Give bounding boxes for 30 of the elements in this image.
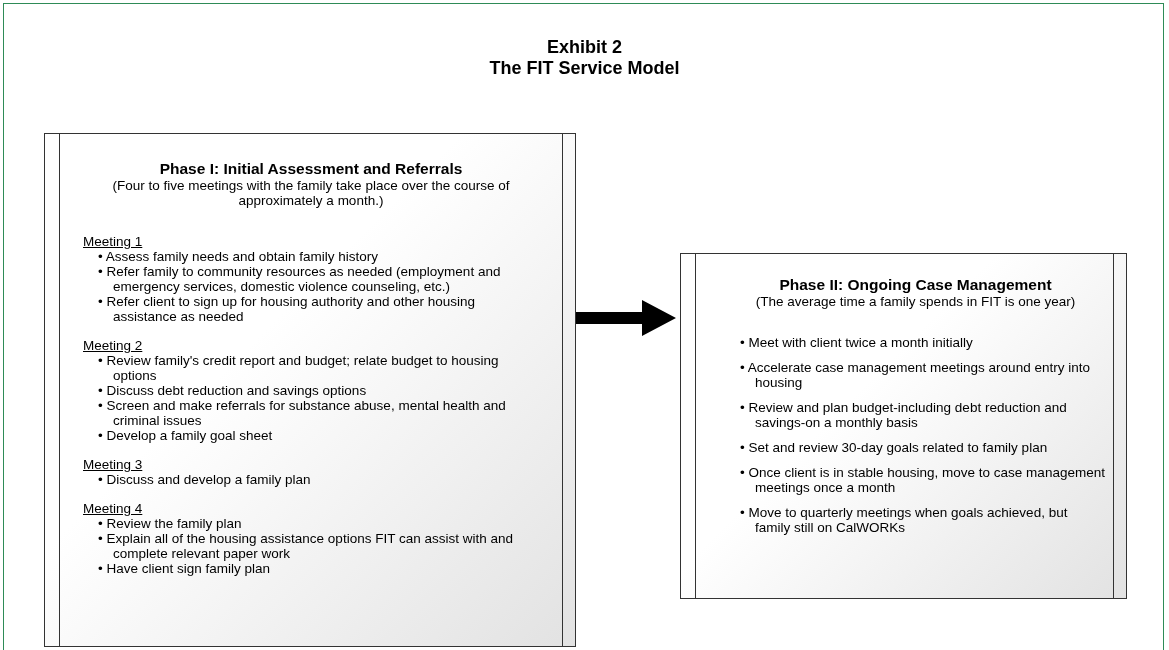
- card-heading: Phase I: Initial Assessment and Referrals: [158, 160, 464, 178]
- meeting-heading: Meeting 4: [83, 501, 143, 516]
- bullet-item: • Screen and make referrals for substance abuse, mental health and criminal issues: [97, 398, 507, 428]
- card-subtitle: (The average time a family spends in FIT is one year): [754, 294, 1077, 309]
- bullet-item: • Refer family to community resources as needed (employment and emergency services, domestic violence counseling, etc.): [97, 264, 502, 294]
- bullet-item: • Accelerate case management meetings around entry into housing: [739, 360, 1091, 390]
- block-arrow: [576, 300, 676, 336]
- bullet-item: • Move to quarterly meetings when goals achieved, but family still on CalWORKs: [739, 505, 1069, 535]
- diagram-subtitle: The FIT Service Model: [488, 58, 681, 79]
- bullet-item: • Set and review 30-day goals related to family plan: [739, 440, 1049, 455]
- bullet-item: • Refer client to sign up for housing authority and other housing assistance as needed: [97, 294, 476, 324]
- card-heading: Phase II: Ongoing Case Management: [778, 276, 1053, 294]
- bullet-item: • Have client sign family plan: [97, 561, 272, 576]
- bullet-item: • Review family's credit report and budget; relate budget to housing options: [97, 353, 500, 383]
- meeting-heading: Meeting 3: [83, 457, 143, 472]
- phase-card: [680, 253, 1127, 599]
- bullet-item: • Discuss and develop a family plan: [97, 472, 312, 487]
- bullet-item: • Review the family plan: [97, 516, 243, 531]
- bullet-item: • Assess family needs and obtain family history: [97, 249, 380, 264]
- diagram-title: Exhibit 2: [546, 37, 623, 58]
- meeting-heading: Meeting 1: [83, 234, 143, 249]
- phase-card: [44, 133, 576, 647]
- card-subtitle: (Four to five meetings with the family take place over the course of approximately a month.): [111, 178, 511, 208]
- meeting-heading: Meeting 2: [83, 338, 143, 353]
- bullet-item: • Once client is in stable housing, move to case management meetings once a month: [739, 465, 1106, 495]
- bullet-item: • Meet with client twice a month initially: [739, 335, 974, 350]
- bullet-item: • Discuss debt reduction and savings options: [97, 383, 368, 398]
- bullet-item: • Explain all of the housing assistance options FIT can assist with and complete relevant paper work: [97, 531, 514, 561]
- bullet-item: • Review and plan budget-including debt reduction and savings-on a monthly basis: [739, 400, 1068, 430]
- bullet-item: • Develop a family goal sheet: [97, 428, 274, 443]
